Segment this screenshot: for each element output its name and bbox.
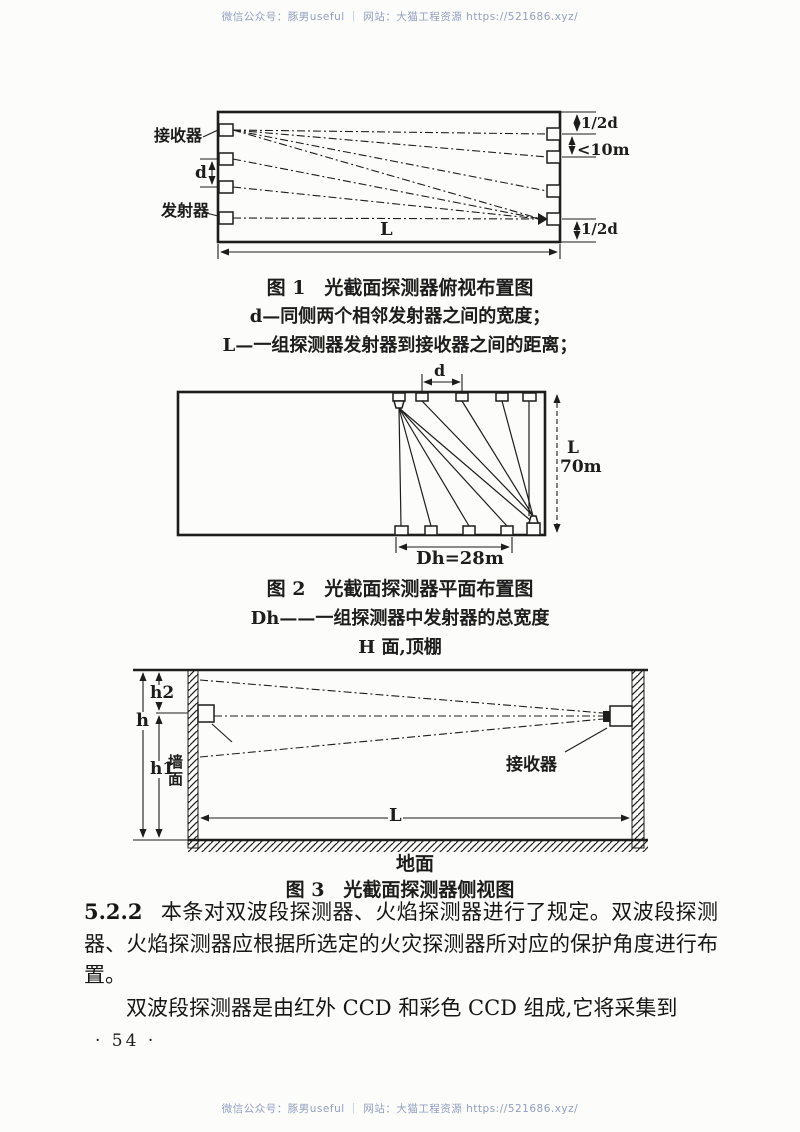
figure2-drawing: [176, 374, 561, 553]
fig2-l-value-label: 70m: [560, 457, 602, 477]
fig1-half-d-bottom-label: 1/2d: [581, 220, 618, 238]
fig3-ground-label: 地面: [396, 853, 435, 875]
fig2-dh-label: Dh=28m: [416, 548, 504, 569]
fig1-transmitter-label: 发射器: [161, 201, 210, 220]
page-number: · 54 ·: [95, 1031, 157, 1051]
fig1-l-label: L: [380, 219, 393, 240]
fig2-d-label: d: [434, 361, 446, 380]
figure1-note-d: d—同侧两个相邻发射器之间的宽度；: [249, 306, 551, 327]
figure3-drawing: [133, 668, 648, 852]
watermark-bottom: 微信公众号：豚男useful ｜ 网站：大猫工程资源 https://52168…: [221, 1103, 579, 1115]
fig2-l-label: L: [567, 438, 579, 458]
clause-number: 5.2.2: [84, 899, 143, 924]
figure-3-sideview: h h2 h1 墙面 接收器 L 地面: [120, 640, 680, 880]
figure1-note-l: L—一组探测器发射器到接收器之间的距离；: [222, 335, 578, 356]
watermark-top: 微信公众号：豚男useful ｜ 网站：大猫工程资源 https://52168…: [221, 11, 579, 23]
figure2-caption: 图 2 光截面探测器平面布置图: [266, 578, 534, 600]
clause-text: 本条对双波段探测器、火焰探测器进行了规定。双波段探测器、火焰探测器应根据所选定的…: [84, 900, 718, 987]
fig3-receiver-label: 接收器: [506, 755, 557, 775]
figure1-drawing: [200, 110, 596, 259]
figure3-ceiling-label: H 面,顶棚: [358, 637, 442, 658]
fig1-receiver-label: 接收器: [154, 126, 203, 145]
paragraph-ccd: 双波段探测器是由红外 CCD 和彩色 CCD 组成,它将采集到: [126, 996, 678, 1020]
fig3-h2-label: h2: [149, 683, 176, 703]
figure2-note-dh: Dh——一组探测器中发射器的总宽度: [250, 608, 550, 629]
fig1-half-d-top-label: 1/2d: [581, 114, 618, 132]
figure3-caption: 图 3 光截面探测器侧视图: [285, 879, 515, 901]
fig3-h-label: h: [135, 710, 151, 731]
figure-1-topview: 接收器 发射器 d L 1/2d <10m 1/2d: [130, 100, 650, 268]
fig1-max-spacing-label: <10m: [577, 140, 630, 159]
fig3-l-label: L: [388, 805, 403, 826]
fig3-h1-label: h1: [149, 759, 176, 779]
fig3-wall-label: 墙面: [166, 754, 184, 788]
figure-2-planview: d L 70m Dh=28m: [130, 360, 670, 575]
figure1-caption: 图 1 光截面探测器俯视布置图: [266, 277, 534, 299]
fig1-d-label: d: [194, 163, 208, 183]
